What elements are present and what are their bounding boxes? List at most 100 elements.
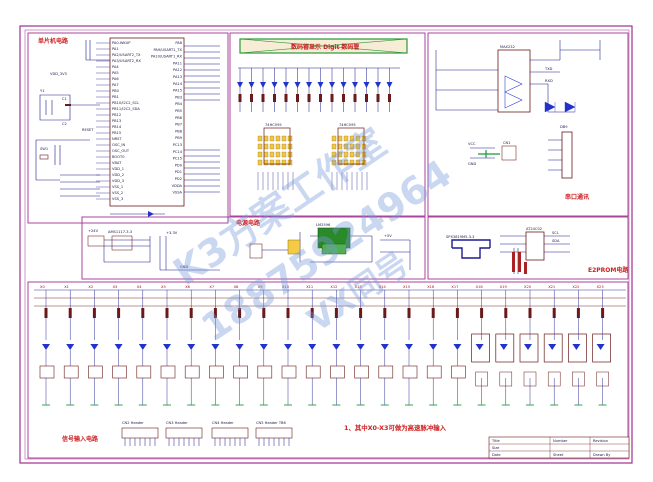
watermark: K3方案工作室 18875924964 VX同号 (165, 120, 459, 350)
input-channel-label: X0 (40, 285, 45, 289)
input-connector-body (255, 427, 293, 439)
serial-net-rxd: RXD (545, 79, 553, 83)
serial-diode-2 (564, 101, 576, 113)
input-optocoupler (88, 365, 103, 379)
mcu-capacitor-c1 (65, 104, 71, 106)
display-resistor (273, 94, 276, 102)
display-led (283, 82, 289, 88)
input-optocoupler (112, 365, 127, 379)
input-connector-label: CN4 Header (212, 421, 234, 425)
input-channel: X4 (136, 285, 152, 406)
section-title-serial: 串口通讯 (565, 193, 589, 201)
eeprom-chip (525, 231, 545, 261)
title-block-title: Title (491, 439, 500, 443)
mcu-ref-c2: C2 (62, 122, 67, 126)
input-connector-body (121, 427, 159, 439)
input-channel-label: X11 (306, 285, 313, 289)
input-resistor (262, 308, 266, 318)
display-led (248, 82, 255, 88)
eeprom-chip-label: AT24C02 (526, 227, 542, 231)
display-segment-cell (281, 151, 287, 158)
input-resistor (334, 308, 338, 318)
input-optocoupler (471, 333, 490, 363)
display-resistor (250, 94, 253, 102)
input-connector-body (165, 427, 203, 439)
input-channel: X9 (257, 285, 273, 406)
input-optocoupler (330, 365, 345, 379)
display-banner-label: 数码管显示 Digit 数码管 (291, 43, 359, 51)
display-segment-cell (281, 143, 287, 150)
input-channel-label: X17 (451, 285, 458, 289)
display-led (386, 82, 393, 88)
mcu-left-pin-label: VDD_2 (112, 173, 124, 177)
display-led (352, 82, 358, 88)
power-regulator-b (111, 235, 133, 251)
display-segment-cell (355, 159, 361, 166)
input-channel: X23 (592, 285, 611, 406)
input-optocoupler (543, 333, 563, 363)
input-resistor (165, 308, 169, 318)
input-led (42, 344, 50, 350)
input-led (453, 344, 462, 350)
mcu-right-pin-label: PA9/USART1_TX (153, 48, 182, 52)
input-optocoupler (354, 365, 369, 379)
input-channel-label: X14 (379, 285, 387, 289)
input-resistor (117, 308, 121, 318)
input-resistor (504, 308, 508, 318)
input-channel: X21 (543, 285, 563, 406)
input-led (499, 344, 508, 350)
title-block-size: Size (492, 446, 500, 450)
section-title-power: 电源电路 (236, 219, 261, 227)
input-channel-label: X18 (476, 285, 484, 289)
power-net-24v: +24V (88, 229, 99, 233)
input-connector: CN3 Header (165, 421, 203, 446)
power-net-5v: +5V (384, 234, 392, 238)
mcu-left-pin-label: PB0 (112, 89, 120, 93)
mcu-ref-vdd: VDD_3V3 (50, 72, 67, 76)
mcu-ref-y1: Y1 (40, 89, 44, 93)
input-optocoupler (209, 365, 224, 379)
input-resistor (407, 308, 411, 318)
display-led (271, 82, 278, 88)
display-segment-grids (257, 135, 368, 190)
input-led (524, 344, 532, 350)
serial-connector-label: DB9 (560, 125, 568, 129)
display-segment-cell (343, 143, 349, 150)
input-resistor (480, 308, 484, 318)
display-segment-cell (275, 143, 281, 150)
input-channel: X10 (281, 285, 297, 406)
input-optocoupler (451, 365, 466, 379)
mcu-left-pin-label: PB13 (112, 119, 121, 123)
input-resistor (601, 308, 605, 318)
display-segment-cell (263, 143, 269, 150)
mcu-right-pin-label: PB4 (175, 102, 183, 106)
input-optocoupler (136, 365, 152, 379)
input-resistor (68, 308, 72, 318)
section-box-display (229, 32, 426, 217)
display-segment-cell (257, 159, 263, 166)
display-chip-2 (337, 127, 365, 165)
input-led (572, 344, 581, 350)
input-resistor (552, 308, 556, 318)
mcu-left-pin-label: PA3/USART2_RX (112, 59, 141, 63)
display-resistor (388, 94, 391, 102)
display-banner-cross (239, 38, 408, 54)
mcu-right-pin-label: PB8 (175, 129, 183, 133)
display-resistor (284, 94, 288, 102)
mcu-left-pins: PA0-WKUPPA1PA2/USART2_TXPA3/USART2_RXPA4… (96, 41, 141, 201)
power-regulator-b-label: AMS1117-3.3 (108, 230, 132, 234)
input-resistor (359, 308, 363, 318)
title-block-sheet: Sheet (553, 453, 564, 457)
outer-frame (19, 25, 633, 464)
input-channel: X8 (233, 285, 248, 406)
mcu-net-stubs (184, 45, 220, 193)
input-resistor (92, 308, 96, 318)
input-optocoupler (402, 365, 418, 379)
mcu-right-pin-label: PD0 (175, 163, 183, 167)
serial-chip (497, 49, 531, 113)
input-resistor (286, 308, 290, 318)
input-optocoupler (184, 365, 200, 379)
input-resistor (141, 308, 145, 318)
mcu-support-circuit (35, 40, 110, 197)
mcu-left-pin-label: VSS_2 (112, 191, 123, 195)
